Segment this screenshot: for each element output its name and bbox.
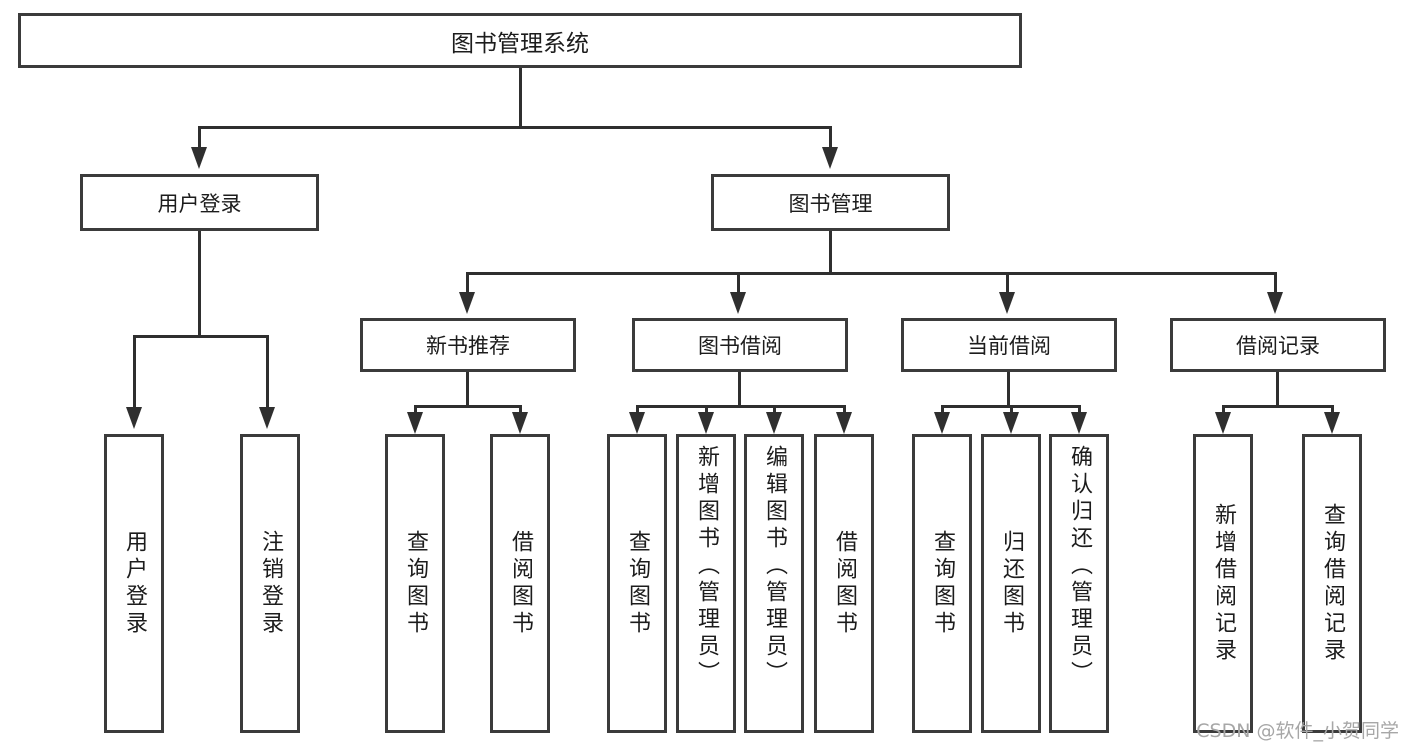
leaf-label: 新增借阅记录 [1211, 502, 1236, 665]
node-label: 借阅记录 [1236, 334, 1320, 358]
arrow-to-book-manage [822, 147, 838, 169]
leaf-label: 查询借阅记录 [1320, 502, 1345, 665]
leaf-return-book[interactable]: 归还图书 [981, 434, 1041, 733]
connector-borrow-record-drop-1 [1222, 405, 1225, 412]
arrow-to-query-book-1 [407, 412, 423, 434]
connector-new-book-stem [466, 372, 469, 405]
connector-borrow-record-stem [1276, 372, 1279, 405]
connector-book-borrow-drop-2 [705, 405, 708, 412]
connector-new-book-bus [414, 405, 522, 408]
connector-book-manage-drop-3 [1006, 272, 1009, 292]
connector-user-login-bus [133, 335, 269, 338]
connector-current-borrow-stem [1007, 372, 1010, 405]
node-book-borrow[interactable]: 图书借阅 [632, 318, 848, 372]
connector-book-borrow-drop-3 [773, 405, 776, 412]
arrow-to-borrow-book-2 [836, 412, 852, 434]
connector-current-borrow-drop-2 [1010, 405, 1013, 412]
arrow-to-confirm-return [1071, 412, 1087, 434]
leaf-user-login[interactable]: 用户登录 [104, 434, 164, 733]
node-root-system[interactable]: 图书管理系统 [18, 13, 1022, 68]
leaf-confirm-return-admin[interactable]: 确认归还（管理员） [1049, 434, 1109, 733]
connector-book-manage-drop-2 [737, 272, 740, 292]
arrow-to-borrow-book-1 [512, 412, 528, 434]
leaf-add-book-admin[interactable]: 新增图书（管理员） [676, 434, 736, 733]
arrow-to-add-record [1215, 412, 1231, 434]
node-borrow-record[interactable]: 借阅记录 [1170, 318, 1386, 372]
node-user-login[interactable]: 用户登录 [80, 174, 319, 231]
connector-book-manage-stem [829, 231, 832, 272]
connector-book-manage-drop-1 [466, 272, 469, 292]
csdn-watermark: CSDN @软件_小贺同学 [1196, 720, 1399, 742]
connector-user-login-stem [198, 231, 201, 335]
leaf-label: 确认归还（管理员） [1067, 445, 1092, 688]
connector-borrow-record-bus [1222, 405, 1334, 408]
arrow-to-new-book [459, 292, 475, 314]
leaf-label: 新增图书（管理员） [694, 445, 719, 688]
leaf-borrow-book-borrow[interactable]: 借阅图书 [814, 434, 874, 733]
leaf-logout[interactable]: 注销登录 [240, 434, 300, 733]
leaf-label: 借阅图书 [832, 529, 857, 638]
connector-borrow-record-drop-2 [1331, 405, 1334, 412]
connector-root-bus [198, 126, 832, 129]
leaf-label: 编辑图书（管理员） [762, 445, 787, 688]
node-current-borrow[interactable]: 当前借阅 [901, 318, 1117, 372]
connector-root-drop-left [198, 126, 201, 147]
node-label: 当前借阅 [967, 334, 1051, 358]
leaf-label: 用户登录 [122, 529, 147, 638]
node-label: 图书管理 [788, 191, 873, 216]
leaf-add-borrow-record[interactable]: 新增借阅记录 [1193, 434, 1253, 733]
connector-user-login-drop-2 [266, 335, 269, 407]
connector-book-borrow-drop-1 [636, 405, 639, 412]
connector-book-borrow-bus [636, 405, 846, 408]
connector-current-borrow-drop-3 [1078, 405, 1081, 412]
connector-user-login-drop-1 [133, 335, 136, 407]
arrow-to-book-borrow [730, 292, 746, 314]
connector-book-manage-drop-4 [1274, 272, 1277, 292]
arrow-to-borrow-record [1267, 292, 1283, 314]
node-label: 用户登录 [157, 191, 242, 216]
leaf-borrow-book-new[interactable]: 借阅图书 [490, 434, 550, 733]
leaf-edit-book-admin[interactable]: 编辑图书（管理员） [744, 434, 804, 733]
arrow-to-query-record [1324, 412, 1340, 434]
node-label: 图书借阅 [698, 334, 782, 358]
node-label: 图书管理系统 [451, 30, 589, 57]
leaf-query-book-borrow[interactable]: 查询图书 [607, 434, 667, 733]
leaf-query-book-current[interactable]: 查询图书 [912, 434, 972, 733]
arrow-to-return-book [1003, 412, 1019, 434]
arrow-to-query-book-2 [629, 412, 645, 434]
arrow-to-edit-book [766, 412, 782, 434]
node-book-management[interactable]: 图书管理 [711, 174, 950, 231]
node-label: 新书推荐 [426, 334, 510, 358]
connector-new-book-drop-1 [414, 405, 417, 412]
leaf-label: 借阅图书 [508, 529, 533, 638]
connector-root-stem [519, 68, 522, 126]
connector-book-manage-bus [466, 272, 1277, 275]
node-new-book-recommend[interactable]: 新书推荐 [360, 318, 576, 372]
leaf-query-borrow-record[interactable]: 查询借阅记录 [1302, 434, 1362, 733]
connector-book-borrow-drop-4 [843, 405, 846, 412]
leaf-label: 查询图书 [403, 529, 428, 638]
connector-book-borrow-stem [738, 372, 741, 405]
leaf-label: 查询图书 [625, 529, 650, 638]
arrow-to-user-login [191, 147, 207, 169]
arrow-to-user-login-leaf [126, 407, 142, 429]
arrow-to-add-book [698, 412, 714, 434]
leaf-query-book-new[interactable]: 查询图书 [385, 434, 445, 733]
leaf-label: 归还图书 [999, 529, 1024, 638]
connector-root-drop-right [829, 126, 832, 147]
arrow-to-current-borrow [999, 292, 1015, 314]
leaf-label: 查询图书 [930, 529, 955, 638]
arrow-to-query-book-3 [934, 412, 950, 434]
connector-current-borrow-drop-1 [941, 405, 944, 412]
leaf-label: 注销登录 [258, 529, 283, 638]
arrow-to-logout-leaf [259, 407, 275, 429]
connector-new-book-drop-2 [519, 405, 522, 412]
